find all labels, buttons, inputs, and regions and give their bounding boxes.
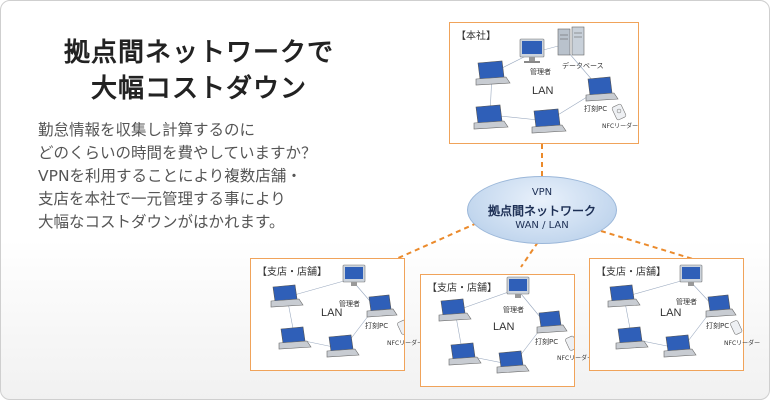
description-line: 勤怠情報を収集し計算するのに [38,121,256,139]
description-line: 支店を本社で一元管理する事により [38,190,286,208]
nfc-reader-icon [397,319,404,335]
nfc-reader-icon [730,320,743,335]
branch-lan-label: LAN [493,321,515,333]
laptop-icon [475,60,511,86]
laptop-icon [438,298,472,322]
laptop-icon [607,284,641,308]
branch-label: 【支店・店舗】 [427,283,497,294]
hq-devices [473,26,627,134]
description: 勤怠情報を収集し計算するのに どのくらいの時間を費やしていますか？ VPNを利用… [38,119,378,234]
branch-box: 【支店・店舗】 LAN 管理者 打刻PC NFCリーダー [589,258,760,371]
description-line: 大幅なコストダウンがはかれます。 [38,213,285,231]
admin-monitor-icon [679,264,703,286]
branch-nfc-label: NFCリーダー [724,340,761,347]
headline: 拠点間ネットワークで 大幅コストダウン [39,35,359,107]
vpn-network-label: 拠点間ネットワーク [487,204,596,218]
branch-punch-pc-label: 打刻PC [365,322,389,330]
branch-lan-label: LAN [321,307,343,319]
punch-pc-icon [366,294,398,318]
laptop-icon [615,326,649,350]
branch-devices [438,276,574,374]
laptop-icon [531,108,567,134]
hq-lan-label: LAN [532,85,554,97]
punch-pc-icon [536,310,568,334]
branch-box: 【支店・店舗】 LAN 管理者 打刻PC NFCリーダー [250,258,423,371]
admin-monitor-icon [506,276,530,298]
laptop-icon [663,334,697,358]
laptop-icon [278,326,312,350]
branch-admin-label: 管理者 [503,306,524,314]
branch-devices [270,264,404,358]
punch-pc-icon [705,294,737,318]
nfc-reader-icon [611,103,627,121]
nfc-reader-icon [565,335,574,351]
headline-line1: 拠点間ネットワークで [63,38,334,68]
branch-admin-label: 管理者 [339,300,360,308]
branch-punch-pc-label: 打刻PC [706,322,730,330]
punch-pc-icon [585,76,619,102]
branch-devices [607,264,743,358]
branch-box: 【支店・店舗】 LAN 管理者 打刻PC NFCリーダー [420,274,593,387]
connector-branch-center [520,241,539,268]
hq-box: 【本社】 LAN 管理者 データベース 打刻PC NFCリーダー [449,22,639,144]
description-line: VPNを利用することにより複数店舗・ [38,167,302,185]
branch-nfc-label: NFCリーダー [557,355,594,362]
hq-nfc-label: NFCリーダー [602,123,639,130]
hq-punch-pc-label: 打刻PC [584,105,608,113]
laptop-icon [473,104,509,130]
branch-label: 【支店・店舗】 [257,267,327,278]
headline-line2: 大幅コストダウン [90,74,307,104]
vpn-label: VPN [531,187,553,198]
description-line: どのくらいの時間を費やしていますか？ [38,144,317,162]
laptop-icon [326,334,360,358]
vpn-wan-lan-label: WAN / LAN [515,220,569,231]
admin-monitor-icon [342,264,366,286]
branch-nfc-label: NFCリーダー [387,340,424,347]
database-server-icon [557,26,585,56]
hq-label: 【本社】 [456,31,496,42]
hq-database-label: データベース [562,62,604,70]
vpn-cloud: VPN 拠点間ネットワーク WAN / LAN [467,176,617,244]
connector-branch-right [600,230,694,260]
admin-monitor-icon [519,38,545,63]
laptop-icon [270,284,304,308]
branch-punch-pc-label: 打刻PC [535,338,559,346]
laptop-icon [496,350,530,374]
connector-branch-left [395,222,478,260]
branch-lan-label: LAN [660,307,682,319]
hq-admin-label: 管理者 [530,68,551,76]
branch-label: 【支店・店舗】 [596,267,666,278]
laptop-icon [448,342,482,366]
branch-admin-label: 管理者 [676,298,697,306]
